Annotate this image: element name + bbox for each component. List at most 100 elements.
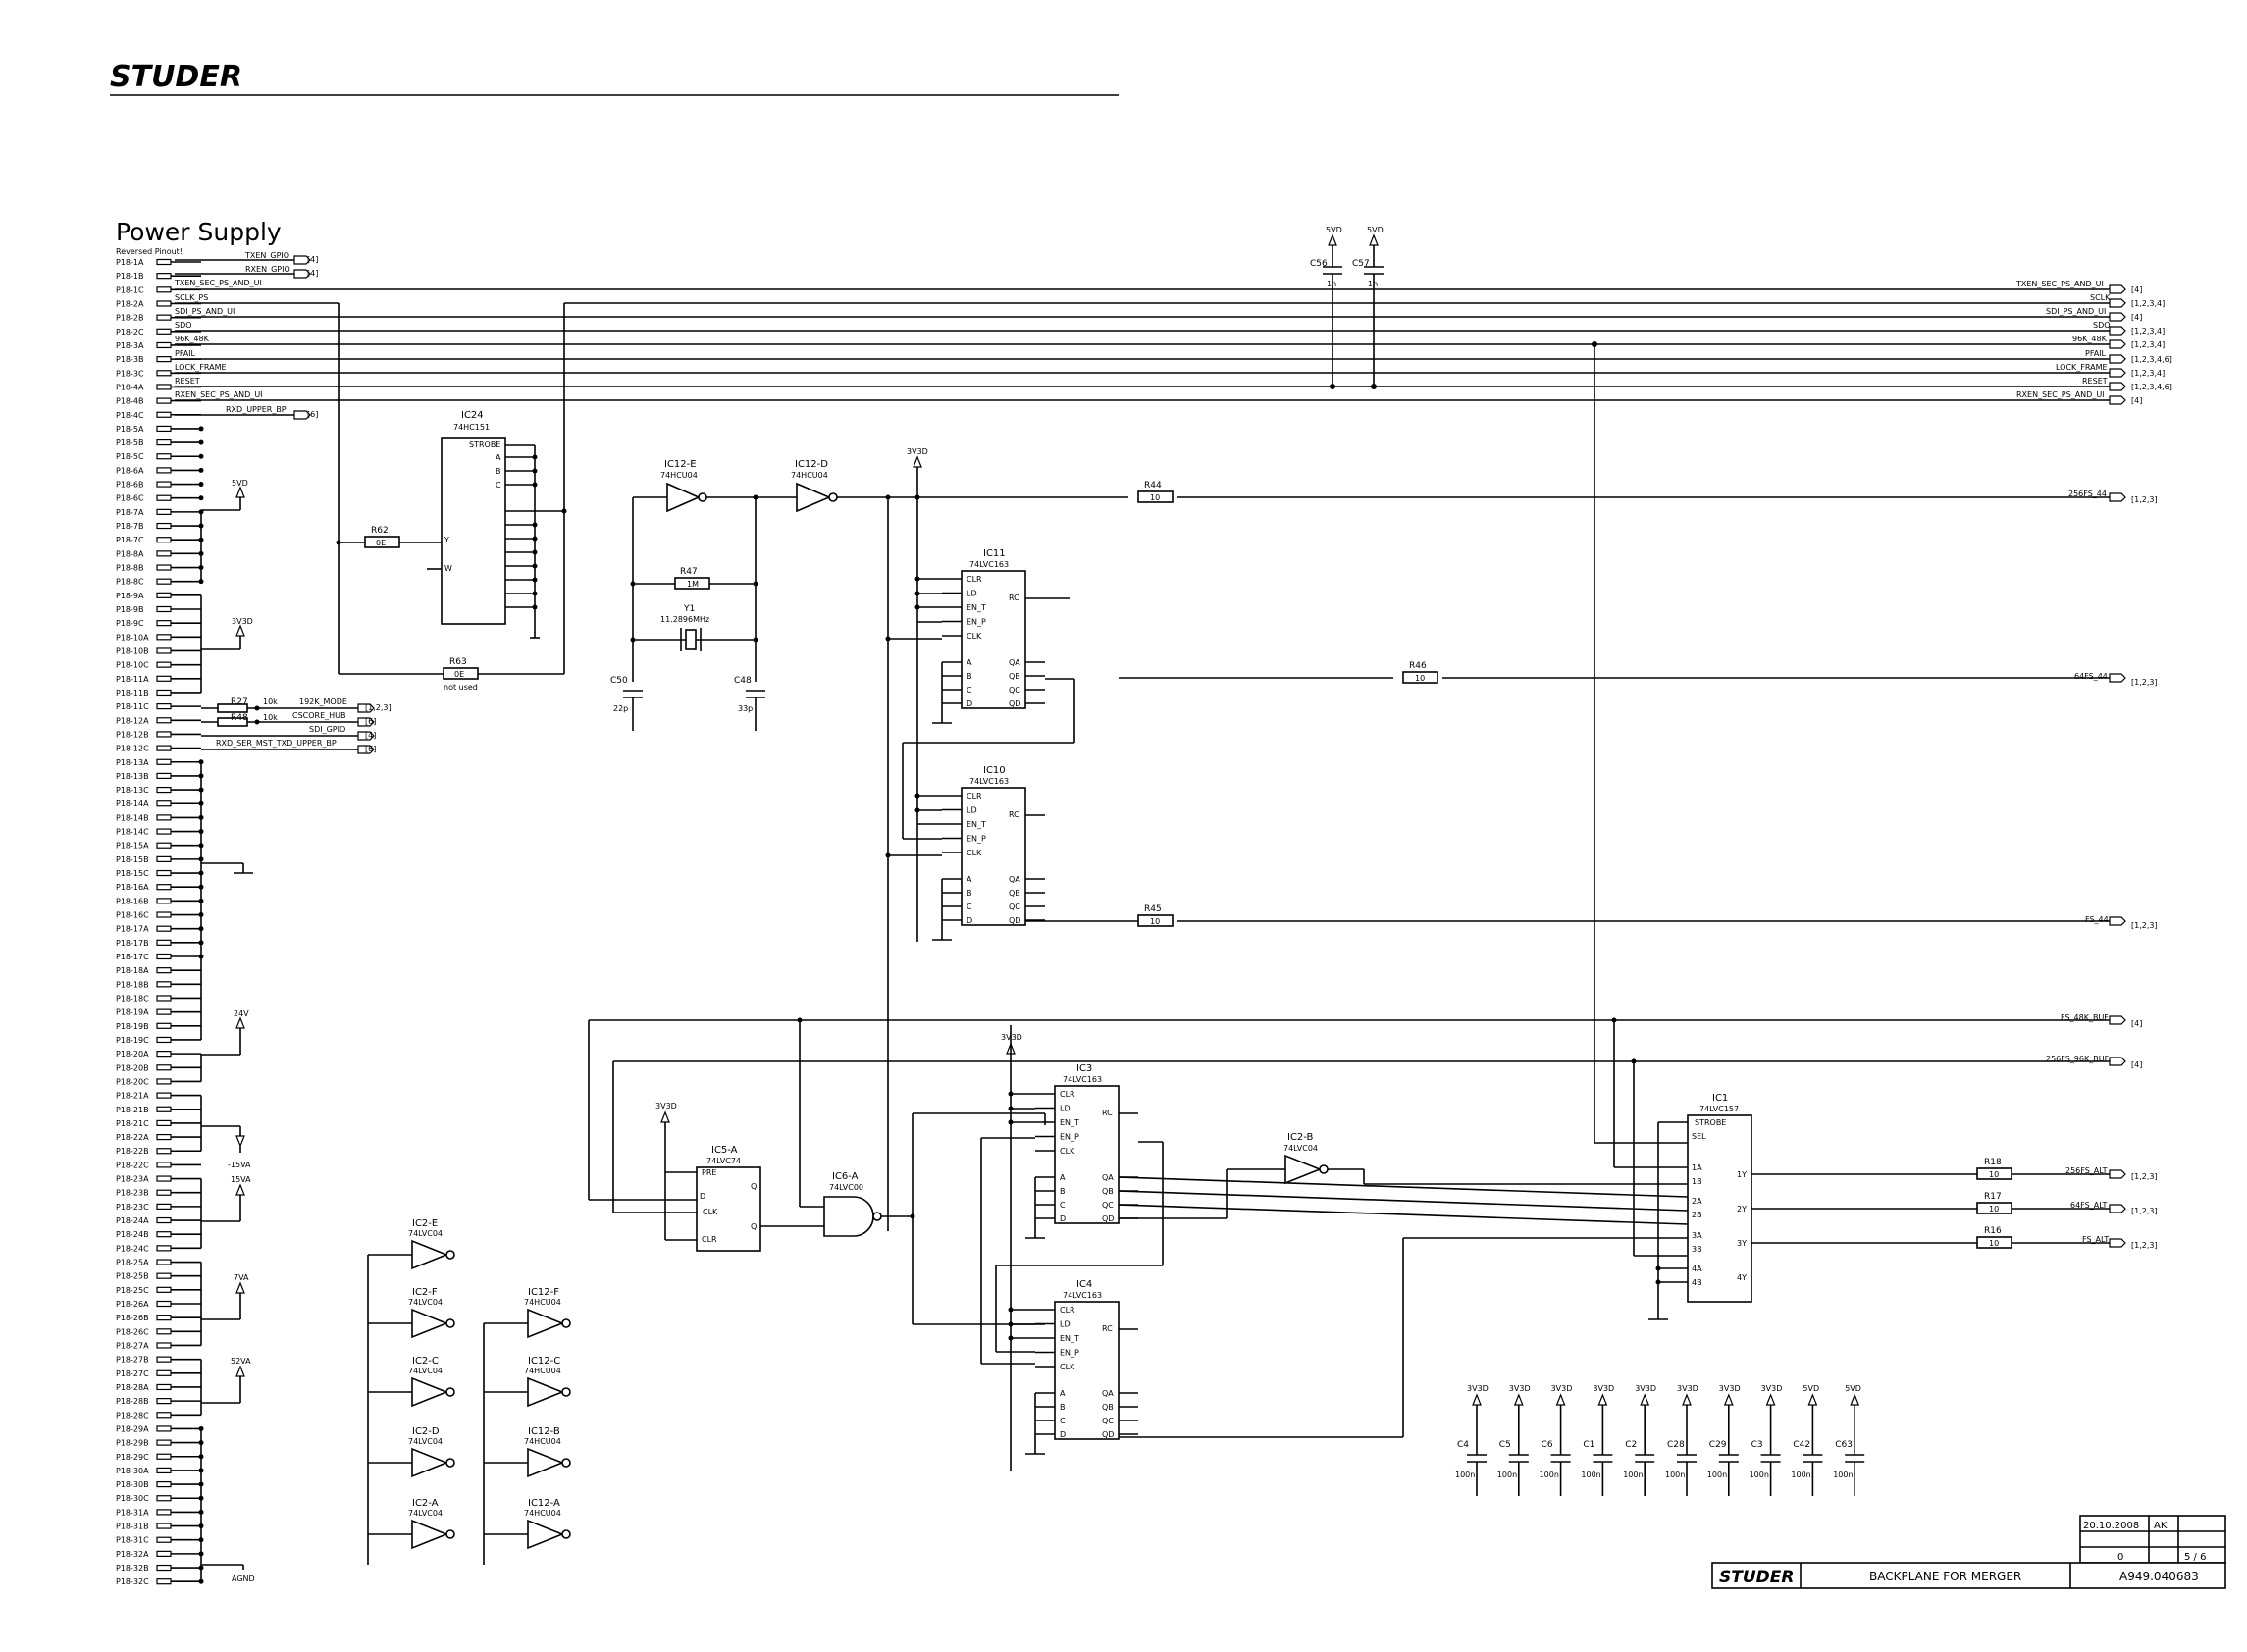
r27-ref: R27 (231, 697, 248, 707)
connector-pin: P18-20A (116, 1050, 149, 1058)
net-sclk-left: SCLK_PS (175, 293, 208, 302)
connector-pin: P18-19C (116, 1036, 149, 1045)
connector-pin: P18-16C (116, 911, 149, 920)
ic5a-type: 74LVC74 (706, 1157, 741, 1165)
connector-pin: P18-20B (116, 1063, 149, 1072)
r16-ref: R16 (1984, 1226, 2002, 1236)
counter-nets: R46 10 R45 10 (1025, 661, 2110, 1438)
ic3-pin-enp: EN_P (1060, 1133, 1079, 1142)
tb-page: 5 / 6 (2184, 1552, 2206, 1563)
c57-ref: C57 (1352, 259, 1370, 269)
ic10-pin-b: B (967, 889, 972, 898)
ic11-ref: IC11 (983, 548, 1006, 559)
connector-pin: P18-11C (116, 702, 149, 711)
r48-val: 10k (263, 713, 278, 722)
connector-pin: P18-6C (116, 494, 144, 503)
c50-val: 22p (613, 704, 628, 713)
connector-pin: P18-29B (116, 1439, 149, 1448)
decoupling-ref: C4 (1457, 1440, 1469, 1450)
connector-pin: P18-32C (116, 1577, 149, 1586)
connector-pin: P18-8B (116, 564, 143, 573)
decoupling-rail: 3V3D (1551, 1384, 1573, 1393)
ic1-3y: 3Y (1737, 1239, 1747, 1248)
connector-pin: P18-23A (116, 1175, 149, 1184)
ic4-pin-clk: CLK (1060, 1363, 1075, 1371)
ic1-3a: 3A (1692, 1231, 1702, 1240)
ic10-pin-d: D (967, 916, 972, 925)
decoupling-ref: C28 (1667, 1440, 1685, 1450)
ic24-strobe: STROBE (469, 440, 500, 449)
ref-r2: [1,2,3,4] (2131, 299, 2165, 308)
ic12e-type: 74HCU04 (660, 471, 698, 480)
connector-pin: P18-2C (116, 328, 144, 336)
connector-pin: P18-17A (116, 925, 149, 934)
net-64fs-alt: 64FS_ALT (2070, 1201, 2108, 1210)
ic3-pin-c: C (1060, 1201, 1066, 1210)
connector-pin: P18-15A (116, 842, 149, 851)
ref-rxd-ser: [6] (365, 745, 376, 753)
ref-fs-48k-buf: [4] (2131, 1019, 2142, 1028)
ic10-pin-rc: RC (1009, 810, 1019, 819)
ic1-2a: 2A (1692, 1197, 1702, 1206)
rail-52va: 52VA (231, 1357, 251, 1366)
title-block: 20.10.2008 AK 0 5 / 6 STUDER BACKPLANE F… (1711, 1515, 2226, 1589)
decoupling-caps: 3V3DC4100n3V3DC5100n3V3DC6100n3V3DC1100n… (1455, 1384, 1865, 1496)
decoupling-ref: C42 (1793, 1440, 1810, 1450)
connector-pin: P18-4A (116, 383, 144, 391)
decoupling-ref: C63 (1835, 1440, 1853, 1450)
connector-pin: P18-6B (116, 481, 143, 490)
connector-pin: P18-5C (116, 452, 144, 461)
ic5a-q: Q (751, 1182, 757, 1191)
connector-pin: P18-17B (116, 939, 149, 948)
decoupling-rail: 3V3D (1593, 1384, 1614, 1393)
ic1-4b: 4B (1692, 1278, 1702, 1287)
spare-gate-type: 74HCU04 (524, 1509, 561, 1518)
ic1-sel: SEL (1692, 1132, 1706, 1141)
connector-pin: P18-4B (116, 397, 143, 406)
connector-pin: P18-11B (116, 689, 149, 697)
net-64fs-44: 64FS_44 (2074, 672, 2108, 681)
r27-val: 10k (263, 697, 278, 706)
ic4-pin-c: C (1060, 1417, 1066, 1425)
ic5a-clk: CLK (703, 1208, 718, 1216)
r47-ref: R47 (680, 567, 698, 577)
connector-pin: P18-26C (116, 1327, 149, 1336)
ic4-pin-qa: QA (1102, 1389, 1114, 1398)
connector-pin: P18-21A (116, 1092, 149, 1101)
c48-ref: C48 (734, 676, 752, 686)
ic10-pin-ld: LD (967, 806, 977, 815)
tb-drawing-no: A949.040683 (2119, 1570, 2199, 1583)
r63-ref: R63 (449, 657, 467, 667)
connector-pin: P18-28C (116, 1411, 149, 1420)
net-txen-sec-left: TXEN_SEC_PS_AND_UI (174, 279, 262, 287)
ic11-pin-ld: LD (967, 590, 977, 598)
ic4-pin-ent: EN_T (1060, 1334, 1079, 1343)
connector-pin: P18-16A (116, 883, 149, 892)
ic3-pin-ent: EN_T (1060, 1118, 1079, 1127)
ic2b-type: 74LVC04 (1283, 1144, 1318, 1153)
decoupling-val: 100n (1833, 1471, 1853, 1479)
rail-5vd: 5VD (232, 479, 248, 488)
connector-pin: P18-31A (116, 1508, 149, 1517)
connector-pin: P18-22A (116, 1133, 149, 1142)
ic3-pin-rc: RC (1102, 1109, 1113, 1117)
ic24-multiplexer: IC24 74HC151 STROBE A B C Y W R62 0E R63… (336, 410, 567, 692)
ic4-pin-ld: LD (1060, 1320, 1071, 1329)
connector-pin: P18-21C (116, 1119, 149, 1128)
connector-pin: P18-1B (116, 272, 143, 281)
connector-pin: P18-3B (116, 355, 143, 364)
decoupling-val: 100n (1791, 1471, 1810, 1479)
ic3-pin-b: B (1060, 1187, 1066, 1196)
pull-resistors: R27 10k R48 10k (201, 697, 358, 750)
spare-gate-type: 74LVC04 (408, 1298, 443, 1307)
rail-7va: 7VA (234, 1273, 249, 1282)
ic5a-ref: IC5-A (711, 1145, 738, 1156)
net-reset-right: RESET (2082, 377, 2108, 386)
ref-r7: [1,2,3,4] (2131, 369, 2165, 378)
net-256fs-96k-buf: 256FS_96K_BUF (2046, 1055, 2110, 1063)
header-logo: STUDER (110, 60, 242, 94)
ic11-pin-enp: EN_P (967, 618, 986, 627)
connector-pin: P18-27B (116, 1356, 149, 1365)
connector-pin: P18-29C (116, 1453, 149, 1462)
